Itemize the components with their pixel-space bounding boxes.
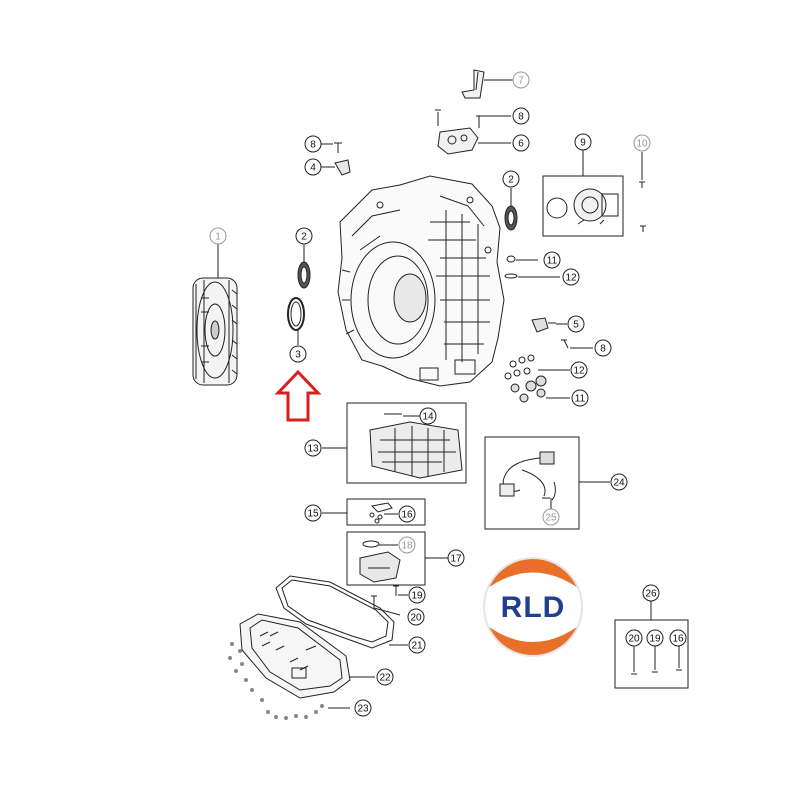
bolt-19-20 [371, 585, 399, 608]
oring-12 [504, 273, 518, 279]
up-arrow-outline-icon [274, 369, 322, 422]
callout-2-right: 2 [508, 175, 514, 186]
callout-26: 26 [645, 589, 657, 600]
callout-16-box15: 16 [401, 510, 413, 521]
callout-11-bottom: 11 [575, 394, 586, 405]
pan-gasket [275, 575, 395, 649]
sensor-5 [531, 317, 556, 333]
callout-19: 19 [411, 591, 423, 602]
seal-2-right [504, 205, 518, 231]
box-13 [346, 402, 467, 484]
callout-20-box26: 20 [628, 634, 640, 645]
callout-5: 5 [573, 320, 579, 331]
oring-set [504, 354, 547, 403]
callout-11-top: 11 [547, 256, 558, 267]
oil-pan [239, 613, 351, 699]
bolt-8-right [561, 339, 569, 349]
box-15 [346, 498, 426, 526]
callout-13: 13 [307, 444, 319, 455]
callout-18: 18 [401, 541, 413, 552]
seal-3 [287, 297, 305, 331]
callout-6: 6 [518, 139, 524, 150]
filter-seal [369, 502, 393, 524]
callout-20: 20 [410, 613, 422, 624]
wiring-harness [499, 451, 556, 501]
logo-text: RLD [501, 591, 566, 624]
torque-converter [192, 277, 238, 386]
callout-15: 15 [307, 509, 319, 520]
callout-12-top: 12 [565, 273, 577, 284]
callout-8-right: 8 [600, 344, 606, 355]
callout-19-box26: 19 [649, 634, 661, 645]
callout-10: 10 [636, 139, 648, 150]
callout-16-box26: 16 [672, 634, 684, 645]
callout-7: 7 [518, 76, 524, 87]
pan-bolts [228, 642, 324, 720]
oring-11 [506, 255, 516, 263]
callout-1: 1 [215, 232, 221, 243]
callout-25: 25 [545, 513, 557, 524]
callout-2-left: 2 [301, 232, 307, 243]
callout-9: 9 [580, 138, 586, 149]
rld-logo: RLD [483, 557, 583, 657]
pump-9 [546, 188, 619, 225]
box-24 [484, 436, 580, 530]
bolt-8-left [334, 142, 342, 153]
callout-12-bottom: 12 [573, 366, 585, 377]
callout-17: 17 [450, 554, 462, 565]
callouts [209, 71, 687, 717]
callout-21: 21 [411, 641, 423, 652]
speed-sensor-4 [334, 159, 351, 176]
callout-23: 23 [357, 704, 369, 715]
callout-4: 4 [310, 163, 316, 174]
callout-22: 22 [379, 673, 391, 684]
callout-8-top: 8 [518, 112, 524, 123]
valve-body [369, 413, 463, 479]
callout-24: 24 [613, 478, 625, 489]
callout-14: 14 [422, 412, 434, 423]
callout-3: 3 [295, 350, 301, 361]
seal-2-left [297, 261, 311, 289]
shift-cable-bracket [461, 69, 485, 99]
callout-8-left: 8 [310, 140, 316, 151]
oil-filter [359, 540, 401, 583]
range-sensor [437, 127, 479, 155]
transmission-case [337, 175, 505, 387]
bolt-8-top [435, 109, 482, 128]
